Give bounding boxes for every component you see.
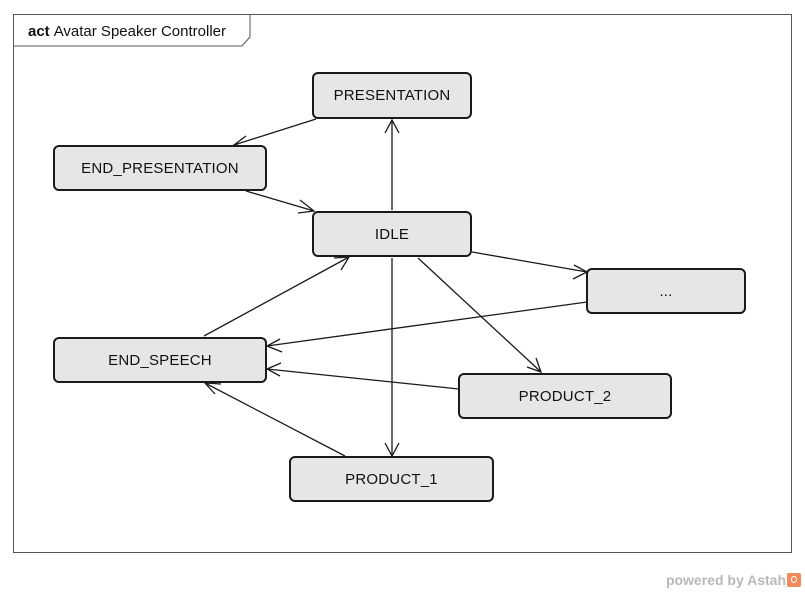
frame-name: Avatar Speaker Controller — [53, 23, 226, 40]
state-label: END_SPEECH — [108, 351, 212, 369]
state-end-presentation[interactable]: END_PRESENTATION — [53, 145, 267, 191]
state-label: END_PRESENTATION — [81, 159, 239, 177]
arrowhead-end-speech-from-product-1 — [203, 382, 222, 395]
state-label: IDLE — [374, 225, 410, 243]
arrowhead-end-speech-from-ellipsis — [265, 338, 283, 353]
edge-idle-to-product-2 — [417, 257, 542, 373]
astah-watermark: powered by Astah — [666, 572, 801, 588]
edge-end-presentation-to-idle — [245, 190, 315, 212]
arrowhead-idle-from-end-speech — [333, 256, 351, 271]
state-product-2[interactable]: PRODUCT_2 — [458, 373, 672, 419]
state-label: PRODUCT_1 — [345, 470, 438, 488]
edge-presentation-to-end-presentation — [233, 118, 317, 146]
state-idle[interactable]: IDLE — [312, 211, 472, 257]
state-ellipsis[interactable]: ... — [586, 268, 746, 314]
arrowhead-presentation — [384, 118, 400, 134]
arrowhead-end-speech-from-product-2 — [265, 362, 282, 377]
edge-idle-to-ellipsis — [471, 251, 588, 273]
state-label: PRESENTATION — [333, 87, 451, 104]
frame-keyword: act — [28, 23, 50, 40]
frame-tab-outline — [14, 15, 251, 47]
astah-logo-icon — [787, 573, 801, 587]
watermark-text: powered by Astah — [665, 572, 786, 588]
edge-end-speech-to-idle — [203, 256, 350, 337]
edge-product-2-to-end-speech — [266, 368, 460, 390]
state-presentation[interactable]: PRESENTATION — [312, 72, 472, 119]
edge-ellipsis-to-end-speech — [266, 301, 588, 347]
state-end-speech[interactable]: END_SPEECH — [53, 337, 267, 383]
edge-product-1-to-end-speech — [204, 382, 346, 457]
state-label: PRODUCT_2 — [518, 387, 612, 405]
state-product-1[interactable]: PRODUCT_1 — [289, 456, 494, 502]
arrowhead-product-2 — [526, 357, 543, 374]
state-label: ... — [659, 282, 673, 300]
